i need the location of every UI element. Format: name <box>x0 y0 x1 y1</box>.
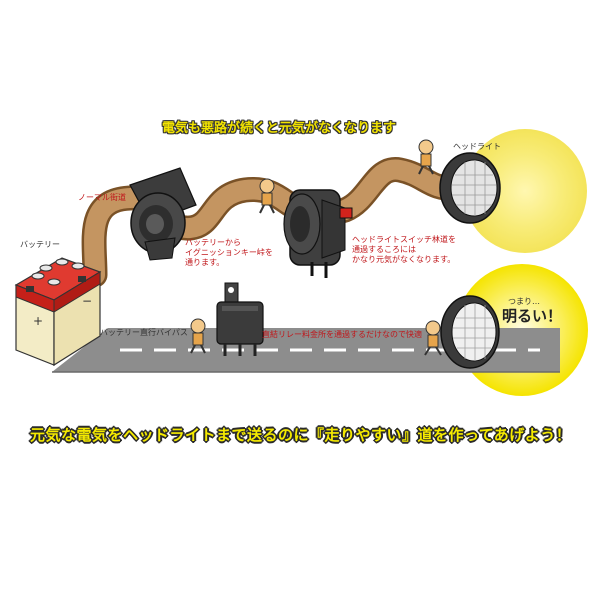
tsumari-label: つまり… <box>508 297 540 306</box>
headlight-label: ヘッドライト <box>453 142 501 151</box>
ignition-note-line1: バッテリーから <box>185 238 241 247</box>
ignition-note: バッテリーから イグニッションキー峠を 通ります。 <box>185 238 273 268</box>
svg-text:+: + <box>33 314 43 328</box>
headlight-glow-dim <box>463 129 587 253</box>
headlight-icon <box>440 295 500 369</box>
svg-text:−: − <box>82 294 92 308</box>
headlight-switch-icon <box>283 189 353 278</box>
electric-character-icon <box>418 139 434 175</box>
switch-note: ヘッドライトスイッチ林道を 通過するころには かなり元気がなくなります。 <box>352 235 456 265</box>
switch-note-line1: ヘッドライトスイッチ林道を <box>352 235 456 244</box>
ignition-note-line2: イグニッションキー峠を <box>185 248 273 257</box>
headlight-icon <box>439 152 501 224</box>
electric-character-icon <box>259 178 275 214</box>
relay-note: 直結リレー料金所を通過するだけなので快適 <box>262 330 422 339</box>
battery-label: バッテリー <box>20 240 60 249</box>
bottom-message: 元気な電気をヘッドライトまで送るのに『走りやすい』道を作ってあげよう！ <box>30 426 572 444</box>
switch-note-line2: 通過するころには <box>352 245 416 254</box>
ignition-switch-icon <box>129 167 197 261</box>
switch-note-line3: かなり元気がなくなります。 <box>352 255 456 264</box>
ignition-note-line3: 通ります。 <box>185 258 225 267</box>
relay-icon <box>216 282 264 356</box>
diagram-title: 電気も悪路が続くと元気がなくなります <box>162 121 397 136</box>
battery-icon: + − <box>14 257 102 367</box>
bypass-label: バッテリー直行バイパス <box>100 328 188 337</box>
akarui-label: 明るい！ <box>502 307 563 325</box>
electric-character-icon <box>190 318 206 354</box>
normal-road-label: ノーマル街道 <box>78 193 126 202</box>
electric-character-icon <box>424 320 442 356</box>
